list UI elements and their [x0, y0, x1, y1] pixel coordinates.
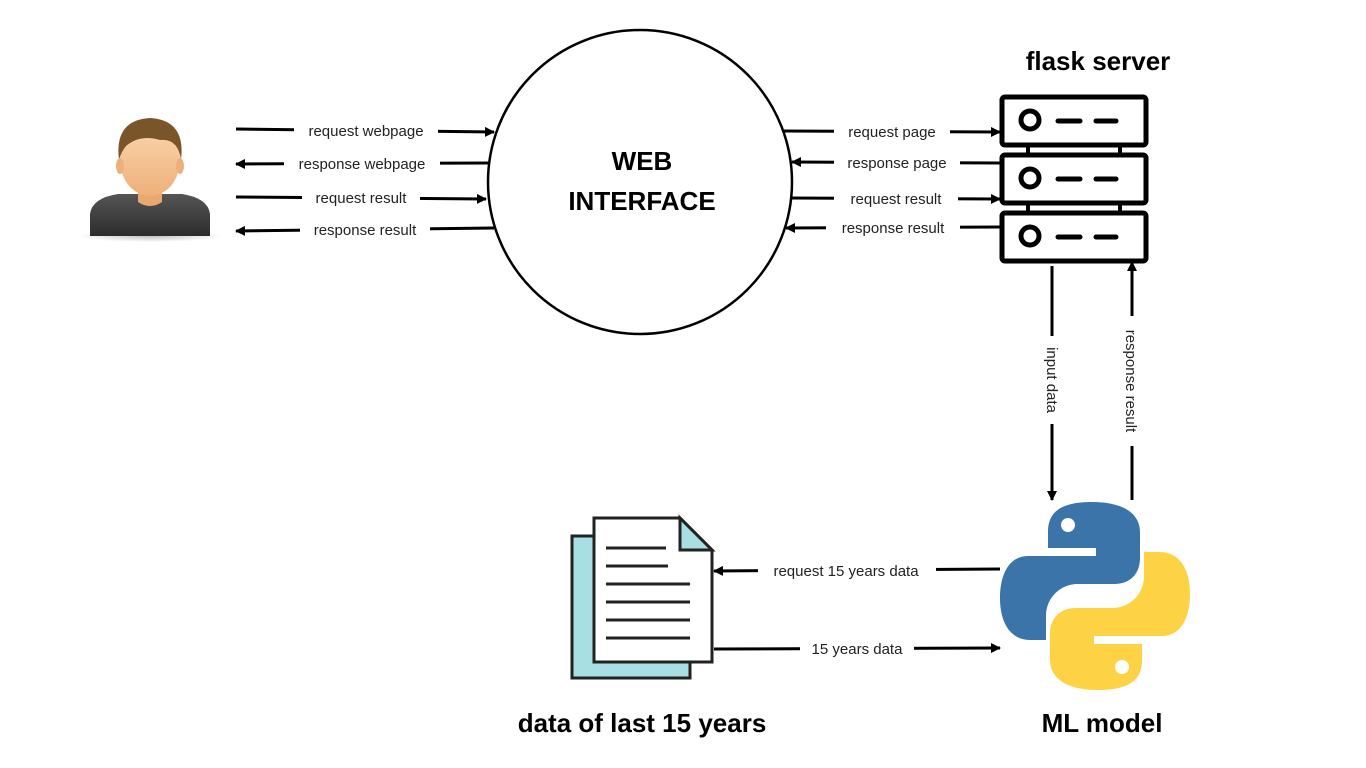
label-15-years-data: 15 years data: [812, 641, 904, 658]
label-response-webpage: response webpage: [299, 156, 426, 173]
label-input-data: input data: [1043, 347, 1060, 414]
label-response-page: response page: [847, 155, 946, 172]
document-icon: [570, 514, 716, 680]
web-server-flows: request page response page request resul…: [783, 122, 1001, 238]
dataset-title: data of last 15 years: [518, 708, 767, 738]
user-icon: [78, 118, 222, 242]
server-icon: [999, 94, 1149, 264]
label-response-result-left: response result: [314, 222, 417, 239]
label-request-result-left: request result: [316, 190, 408, 207]
web-interface-node: WEB INTERFACE: [486, 28, 794, 336]
web-interface-line2: INTERFACE: [568, 186, 715, 216]
model-title: ML model: [1042, 708, 1163, 738]
python-icon: [1000, 502, 1190, 690]
label-response-result-vertical: response result: [1122, 330, 1139, 433]
label-request-page: request page: [848, 124, 936, 141]
label-request-webpage: request webpage: [308, 123, 423, 140]
label-request-15-years: request 15 years data: [773, 563, 919, 580]
server-model-flows: input data response result: [1041, 261, 1143, 501]
user-web-flows: request webpage response webpage request…: [235, 121, 495, 240]
model-data-flows: request 15 years data 15 years data: [713, 560, 1001, 659]
web-interface-line1: WEB: [612, 146, 673, 176]
label-response-result-right: response result: [842, 220, 945, 237]
server-title: flask server: [1026, 46, 1171, 76]
label-request-result-right: request result: [851, 191, 943, 208]
